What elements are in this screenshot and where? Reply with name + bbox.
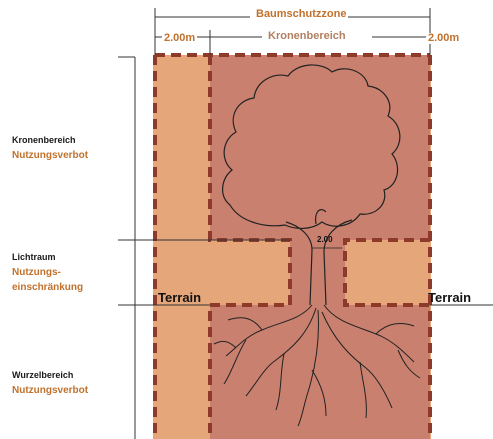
dashed-borders — [153, 53, 432, 439]
terrain-label-right: Terrain — [428, 290, 472, 305]
crown-area-rule: Nutzungsverbot — [12, 150, 89, 161]
clearance-title: Lichtraum — [12, 252, 56, 262]
right-width-label: 2.00m — [426, 32, 462, 44]
clearance-rule-line2: einschränkung — [12, 282, 84, 293]
zone-label: Baumschutzzone — [254, 8, 349, 20]
crown-area-title: Kronenbereich — [12, 135, 76, 145]
crown-label: Kronenbereich — [266, 30, 348, 42]
root-area-rule: Nutzungsverbot — [12, 385, 89, 396]
tree-trunk — [285, 209, 353, 306]
tree-crown — [222, 64, 401, 229]
trunk-dimension-label: 2.00 — [317, 235, 333, 244]
clearance-rule-line1: Nutzungs- — [12, 267, 61, 278]
protected-zone-area — [210, 55, 430, 439]
terrain-label-left: Terrain — [158, 290, 202, 305]
root-area-title: Wurzelbereich — [12, 370, 74, 380]
tree-roots — [213, 304, 421, 427]
left-width-label: 2.00m — [162, 32, 198, 44]
guide-lines — [118, 56, 493, 439]
